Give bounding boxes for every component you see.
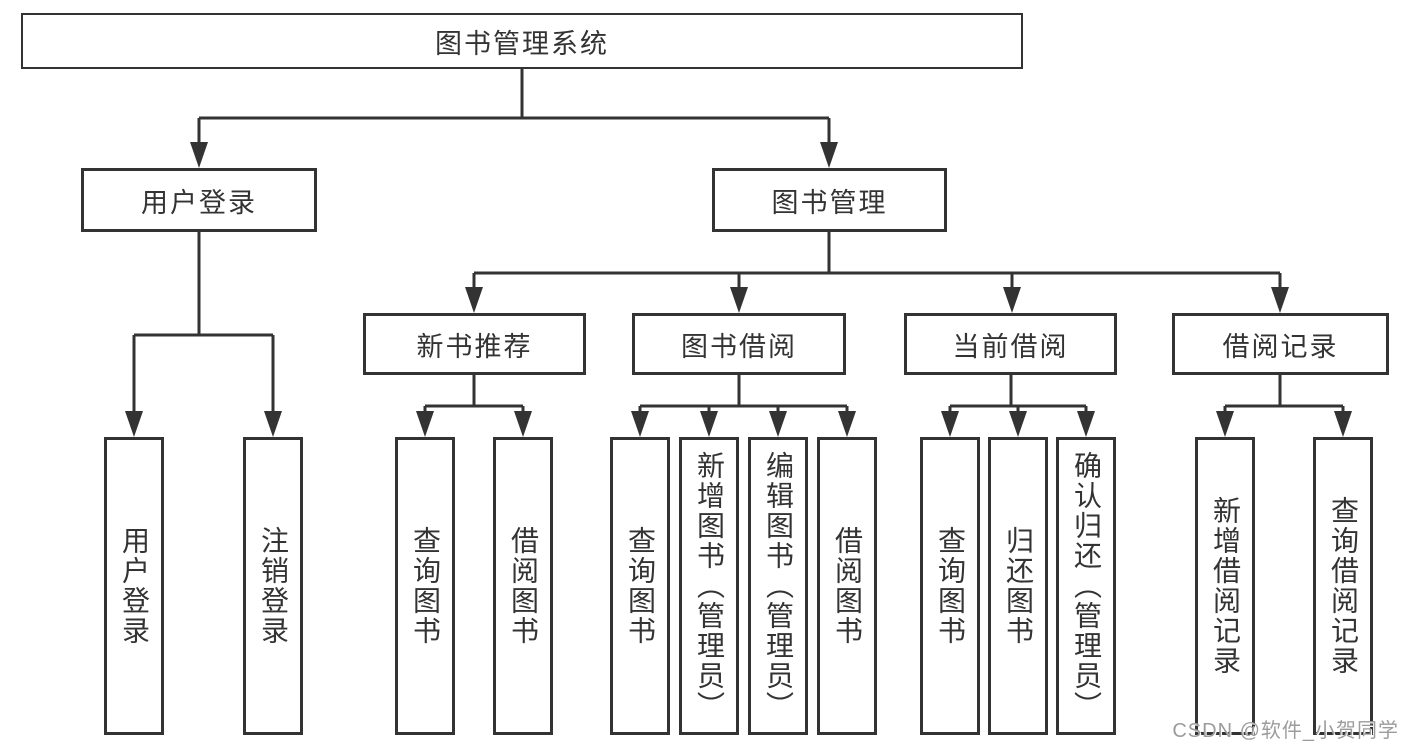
leaf-user-login-label: 用户登录 — [119, 526, 150, 646]
leaf-query-borrow-record: 查询借阅记录 — [1313, 437, 1373, 735]
leaf-current-query-book-label: 查询图书 — [935, 526, 966, 646]
node-current-borrow: 当前借阅 — [904, 313, 1117, 375]
leaf-recommend-borrow-book-label: 借阅图书 — [508, 526, 539, 646]
leaf-borrow-query-book: 查询图书 — [610, 437, 670, 735]
leaf-recommend-borrow-book: 借阅图书 — [493, 437, 553, 735]
leaf-borrow-book-label: 借阅图书 — [832, 526, 863, 646]
leaf-add-borrow-record-label: 新增借阅记录 — [1210, 496, 1241, 676]
node-new-book-recommend-label: 新书推荐 — [416, 331, 533, 362]
node-new-book-recommend: 新书推荐 — [363, 313, 586, 375]
node-user-login: 用户登录 — [81, 168, 317, 232]
node-borrow-records-label: 借阅记录 — [1222, 331, 1339, 362]
leaf-edit-book-admin: 编辑图书（管理员） — [748, 437, 808, 735]
leaf-query-borrow-record-label: 查询借阅记录 — [1328, 496, 1359, 676]
node-borrow-records: 借阅记录 — [1172, 313, 1389, 375]
csdn-watermark: CSDN @软件_小贺同学 — [1172, 720, 1399, 742]
leaf-recommend-query-book: 查询图书 — [395, 437, 455, 735]
leaf-return-book-label: 归还图书 — [1003, 526, 1034, 646]
leaf-borrow-book: 借阅图书 — [817, 437, 877, 735]
leaf-confirm-return-admin-label: 确认归还（管理员） — [1071, 451, 1102, 721]
node-book-borrow-label: 图书借阅 — [681, 331, 797, 362]
leaf-add-borrow-record: 新增借阅记录 — [1195, 437, 1255, 735]
leaf-borrow-query-book-label: 查询图书 — [625, 526, 656, 646]
node-user-login-label: 用户登录 — [141, 187, 257, 218]
leaf-add-book-admin: 新增图书（管理员） — [679, 437, 739, 735]
leaf-confirm-return-admin: 确认归还（管理员） — [1056, 437, 1116, 735]
node-book-borrow: 图书借阅 — [632, 313, 846, 375]
leaf-logout-label: 注销登录 — [258, 526, 289, 646]
leaf-add-book-admin-label: 新增图书（管理员） — [694, 451, 725, 721]
leaf-recommend-query-book-label: 查询图书 — [410, 526, 441, 646]
leaf-logout: 注销登录 — [243, 437, 303, 735]
node-current-borrow-label: 当前借阅 — [952, 331, 1069, 362]
leaf-edit-book-admin-label: 编辑图书（管理员） — [763, 451, 794, 721]
node-root-system: 图书管理系统 — [21, 13, 1023, 69]
leaf-current-query-book: 查询图书 — [920, 437, 980, 735]
node-book-management: 图书管理 — [712, 168, 947, 232]
node-root-system-label: 图书管理系统 — [435, 28, 609, 59]
node-book-management-label: 图书管理 — [771, 187, 888, 218]
leaf-return-book: 归还图书 — [988, 437, 1048, 735]
leaf-user-login: 用户登录 — [104, 437, 164, 735]
